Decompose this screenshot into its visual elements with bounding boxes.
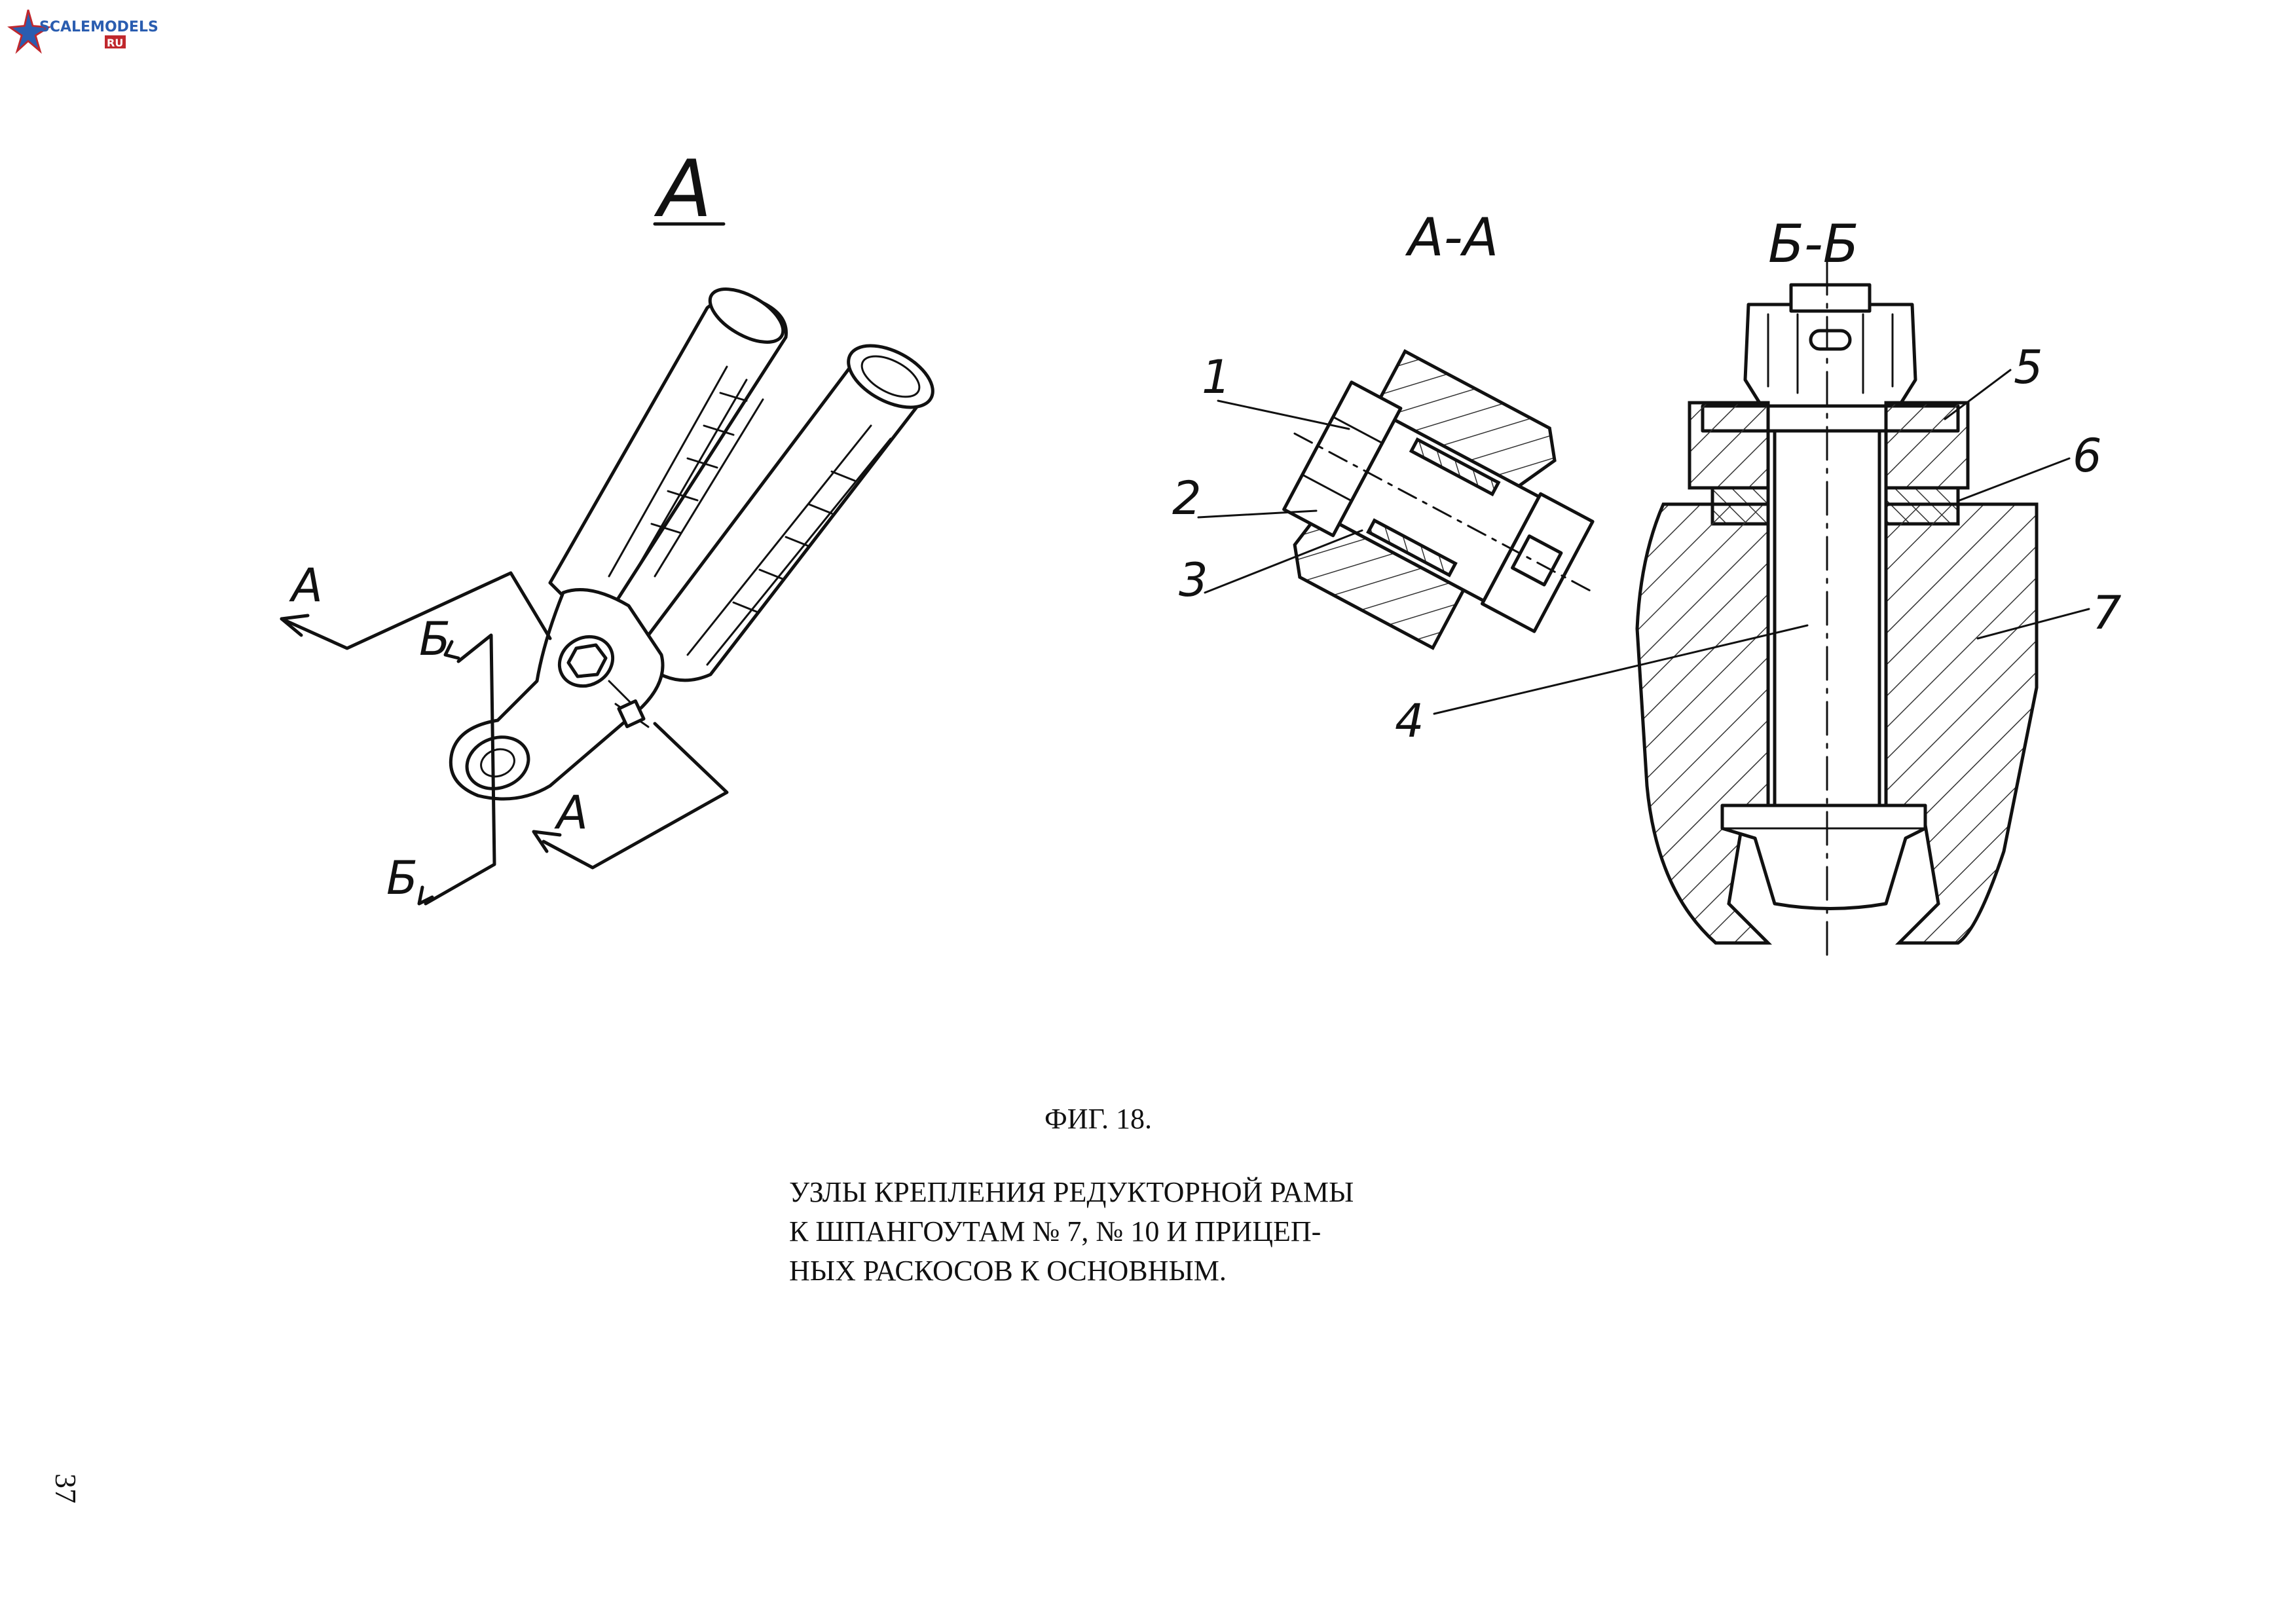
callout-1: 1	[1202, 350, 1231, 404]
logo-text: SCALEMODELS	[39, 19, 158, 35]
callout-5: 5	[2014, 341, 2043, 394]
star-icon	[7, 9, 52, 54]
section-aa-label: А-А	[1405, 207, 1498, 268]
cut-line-a: А А	[280, 559, 729, 870]
page-number: 37	[49, 1473, 83, 1504]
view-a-label: А	[654, 144, 712, 235]
section-bb: Б-Б 4 5 6 7	[1395, 213, 2122, 957]
callout-3: 3	[1179, 553, 1208, 607]
lug-eye	[465, 735, 530, 790]
figure-number: ФИГ. 18.	[1044, 1103, 1152, 1135]
callout-4: 4	[1395, 694, 1424, 748]
right-tube	[637, 344, 934, 682]
frame-body-right	[1884, 502, 2039, 945]
bracket-left	[1688, 401, 1770, 490]
castle-nut	[1743, 283, 1917, 408]
cut-line-b: Б Б	[386, 612, 496, 906]
cut-mark-a-bottom: А	[554, 786, 588, 840]
bracket-right	[1884, 401, 1970, 490]
callout-7: 7	[2092, 586, 2122, 640]
section-aa: А-А 1 2 3	[1172, 207, 1595, 650]
cut-mark-a-top: А	[289, 559, 323, 612]
logo-suffix: RU	[107, 37, 123, 49]
section-bb-label: Б-Б	[1768, 213, 1859, 274]
frame-body-left	[1635, 502, 1773, 945]
hex-socket-icon	[566, 643, 608, 678]
cut-mark-b-top: Б	[419, 612, 451, 666]
aa-bushing	[1409, 437, 1501, 496]
figure-caption: ФИГ. 18. УЗЛЫ КРЕПЛЕНИЯ РЕДУКТОРНОЙ РАМЫ…	[789, 1103, 1354, 1287]
caption-line-1: УЗЛЫ КРЕПЛЕНИЯ РЕДУКТОРНОЙ РАМЫ	[789, 1176, 1354, 1208]
left-tube	[548, 287, 788, 608]
bolt-head	[1720, 803, 1927, 910]
caption-line-3: НЫХ РАСКОСОВ К ОСНОВНЫМ.	[789, 1255, 1227, 1287]
callout-2: 2	[1172, 471, 1202, 525]
callout-6: 6	[2073, 429, 2102, 483]
logo-suffix-box	[105, 35, 126, 48]
view-a: А А	[280, 144, 934, 906]
site-logo: SCALEMODELS RU	[7, 9, 158, 54]
cut-mark-b-bottom: Б	[386, 851, 418, 905]
fork-lug	[449, 588, 665, 801]
caption-line-2: К ШПАНГОУТАМ № 7, № 10 И ПРИЦЕП-	[789, 1215, 1321, 1247]
